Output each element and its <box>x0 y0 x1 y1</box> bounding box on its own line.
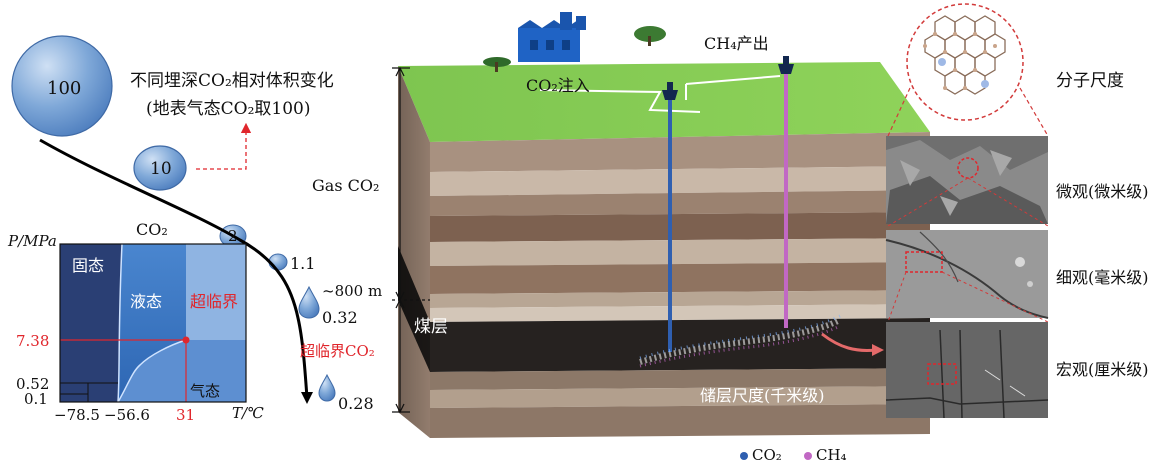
bubble-10 <box>133 145 187 191</box>
phase-solid-label: 固态 <box>72 256 105 275</box>
ground-surface <box>398 62 930 142</box>
molecular-structure <box>906 3 1024 121</box>
phase-x-axis-label: T/℃ <box>232 404 264 422</box>
gas-particles <box>639 314 842 368</box>
phase-liquid-label: 液态 <box>130 292 163 311</box>
bubble-1-1-label: 1.1 <box>290 254 316 273</box>
phase-y-tick-0-52: 0.52 <box>16 375 50 393</box>
fine-image <box>885 230 1049 319</box>
phase-title: CO₂ <box>136 220 168 239</box>
volume-title: 不同埋深CO₂相对体积变化 <box>130 71 334 91</box>
droplet-0-32 <box>298 285 320 319</box>
co2-injection-label: CO₂注入 <box>526 76 590 95</box>
strata-side <box>398 66 430 438</box>
macro-scale-label: 宏观(厘米级) <box>1056 360 1149 379</box>
injection-well <box>662 82 678 352</box>
phase-x-tick-56-6: −56.6 <box>104 406 150 424</box>
molecular-scale-label: 分子尺度 <box>1056 71 1124 91</box>
phase-y-axis-label: P/MPa <box>8 232 57 250</box>
phase-diagram <box>59 243 247 403</box>
tree-icon <box>483 57 511 72</box>
phase-x-tick-31: 31 <box>176 406 196 424</box>
supercritical-co2-label: 超临界CO₂ <box>300 342 375 360</box>
phase-y-tick-0-1: 0.1 <box>24 390 48 408</box>
bubble-100-label: 100 <box>47 78 82 99</box>
legend-co2-label: CO₂ <box>752 446 782 464</box>
micro-image <box>886 136 1048 224</box>
phase-gas-label: 气态 <box>190 382 221 400</box>
ch4-production-label: CH₄产出 <box>704 34 769 53</box>
legend-co2-dot <box>740 452 748 460</box>
coal-seam-label: 煤层 <box>414 317 448 337</box>
droplet-0-28-label: 0.28 <box>338 394 374 413</box>
droplet-0-32-label: 0.32 <box>322 308 358 327</box>
bubble-2-label: 2 <box>228 227 238 245</box>
compression-curve <box>39 138 309 399</box>
droplet-0-28 <box>318 373 336 402</box>
micro-scale-label: 微观(微米级) <box>1056 182 1149 201</box>
gas-co2-label: Gas CO₂ <box>312 176 380 195</box>
reservoir-scale-label: 储层尺度(千米级) <box>700 386 825 405</box>
phase-y-tick-7-38: 7.38 <box>16 332 50 350</box>
production-well <box>778 56 794 328</box>
factory-icon <box>518 12 586 62</box>
scale-arrow <box>821 332 877 352</box>
tree-icon <box>634 26 666 46</box>
legend-ch4-dot <box>804 452 812 460</box>
depth-ruler <box>392 66 430 414</box>
depth-800-label: ~800 m <box>322 282 383 300</box>
curve-arrowhead <box>301 392 313 404</box>
scale-arrowhead <box>872 344 884 356</box>
fine-scale-label: 细观(毫米级) <box>1056 268 1149 287</box>
strata-front <box>430 132 930 438</box>
bubble-10-label: 10 <box>150 159 172 179</box>
phase-x-tick-78-5: −78.5 <box>54 406 100 424</box>
legend-ch4-label: CH₄ <box>816 446 847 464</box>
macro-image <box>885 322 1049 419</box>
volume-subtitle: (地表气态CO₂取100) <box>146 99 311 119</box>
bubble-100 <box>11 35 113 137</box>
red-dashed-arrow <box>196 122 252 170</box>
phase-supercritical-label: 超临界 <box>190 292 239 311</box>
